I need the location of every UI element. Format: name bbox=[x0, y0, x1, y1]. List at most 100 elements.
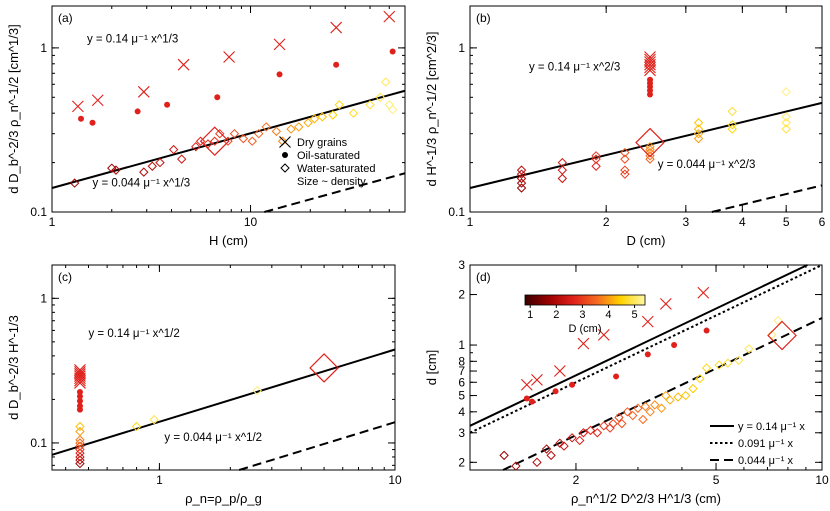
legend-label: Size ~ density bbox=[297, 176, 366, 188]
y-tick-label: 1 bbox=[458, 338, 465, 352]
x-tick-label: 10 bbox=[815, 473, 829, 487]
data-point bbox=[557, 173, 568, 184]
data-point bbox=[727, 106, 737, 117]
data-point bbox=[569, 381, 576, 388]
data-point-b bbox=[177, 58, 190, 71]
series-diamond-large bbox=[635, 127, 665, 158]
y-tick-label: 1 bbox=[40, 41, 47, 55]
data-point bbox=[622, 407, 633, 417]
data-point-b bbox=[531, 373, 543, 386]
data-point bbox=[76, 393, 83, 400]
y-tick-label: 5 bbox=[458, 389, 465, 403]
x-tick-label: 4 bbox=[739, 215, 746, 229]
data-point bbox=[516, 178, 527, 188]
legend-label: 0.091 μ⁻¹ x bbox=[738, 438, 793, 450]
data-point-b bbox=[520, 378, 533, 391]
data-point-b bbox=[74, 368, 86, 380]
data-point bbox=[557, 157, 568, 168]
data-point bbox=[74, 377, 86, 389]
data-point bbox=[111, 165, 121, 175]
series-diamond bbox=[75, 385, 262, 469]
data-point bbox=[387, 105, 398, 115]
data-point bbox=[76, 403, 83, 410]
line-legend: y = 0.14 μ⁻¹ x0.091 μ⁻¹ x0.044 μ⁻¹ x bbox=[710, 421, 805, 467]
data-point bbox=[727, 120, 737, 130]
data-point bbox=[695, 374, 705, 384]
data-point-b bbox=[74, 365, 86, 378]
fit-line-label-1: y = 0.044 μ⁻¹ x^2/3 bbox=[658, 159, 756, 171]
data-point bbox=[559, 441, 569, 451]
data-point bbox=[74, 364, 86, 376]
y-tick-label: 1 bbox=[458, 41, 465, 55]
data-point bbox=[767, 320, 797, 351]
data-point bbox=[195, 136, 206, 146]
colorbar-tick-label: 5 bbox=[632, 309, 638, 321]
data-point bbox=[155, 157, 165, 168]
data-point bbox=[139, 167, 149, 177]
y-axis-label: d D_b^-2/3 ρ_n^-1/2 [cm^1/3] bbox=[6, 24, 21, 194]
data-point bbox=[330, 21, 343, 34]
data-point-b bbox=[91, 94, 104, 107]
data-point bbox=[76, 389, 83, 396]
fit-line-label-1: y = 0.044 μ⁻¹ x^1/3 bbox=[93, 178, 191, 190]
data-point bbox=[614, 412, 624, 423]
x-tick-label: 6 bbox=[819, 215, 826, 229]
x-tick-label: 10 bbox=[244, 215, 258, 229]
series-diamond bbox=[69, 77, 398, 188]
data-point bbox=[516, 169, 527, 179]
data-point bbox=[644, 51, 656, 63]
series-diamond-large bbox=[767, 320, 797, 351]
data-point bbox=[71, 100, 84, 113]
panel-label: (c) bbox=[58, 270, 72, 284]
plot-frame bbox=[469, 5, 823, 213]
y-axis-label: d [cm] bbox=[424, 350, 439, 385]
data-point bbox=[697, 286, 710, 299]
legend-marker bbox=[280, 163, 290, 173]
data-point bbox=[516, 183, 527, 193]
data-point bbox=[693, 124, 704, 134]
colorbar-tick-label: 2 bbox=[553, 309, 559, 321]
data-point bbox=[168, 144, 179, 155]
data-point bbox=[375, 92, 385, 103]
colorbar-tick-label: 1 bbox=[527, 309, 533, 321]
data-point bbox=[644, 56, 656, 68]
data-point bbox=[633, 403, 643, 413]
data-point bbox=[520, 378, 533, 391]
colorbar-tick-label: 3 bbox=[579, 309, 585, 321]
x-tick-label: 1 bbox=[49, 215, 56, 229]
y-tick-label: 8 bbox=[458, 354, 465, 368]
series-diamond-large bbox=[309, 353, 339, 383]
minor-ticks bbox=[52, 265, 396, 470]
data-point bbox=[149, 414, 159, 425]
y-tick-label: 3 bbox=[458, 426, 465, 440]
data-point bbox=[191, 141, 201, 152]
fit-line-0 bbox=[469, 264, 808, 427]
data-point bbox=[557, 165, 568, 175]
data-point bbox=[620, 169, 630, 179]
fit-line-1 bbox=[469, 264, 823, 434]
data-point bbox=[199, 126, 230, 157]
legend-marker-b bbox=[279, 136, 291, 148]
series-diamond-large bbox=[199, 126, 230, 157]
data-point bbox=[680, 390, 691, 401]
series-diamond bbox=[516, 87, 791, 193]
data-point bbox=[585, 425, 596, 436]
data-point-b bbox=[644, 51, 656, 63]
data-point bbox=[381, 77, 391, 87]
data-point bbox=[75, 421, 85, 432]
data-point bbox=[229, 128, 240, 139]
data-point-b bbox=[383, 10, 396, 23]
data-point bbox=[578, 428, 589, 438]
panel-label: (b) bbox=[476, 11, 491, 25]
data-point bbox=[317, 112, 328, 122]
data-point bbox=[177, 58, 190, 71]
data-point bbox=[75, 444, 85, 455]
plot-frame bbox=[51, 5, 406, 213]
x-axis-label: H (cm) bbox=[209, 233, 248, 248]
x-axis-label: D (cm) bbox=[627, 233, 666, 248]
data-point-b bbox=[74, 372, 86, 385]
data-point bbox=[650, 400, 660, 410]
fit-line-1 bbox=[711, 184, 823, 213]
